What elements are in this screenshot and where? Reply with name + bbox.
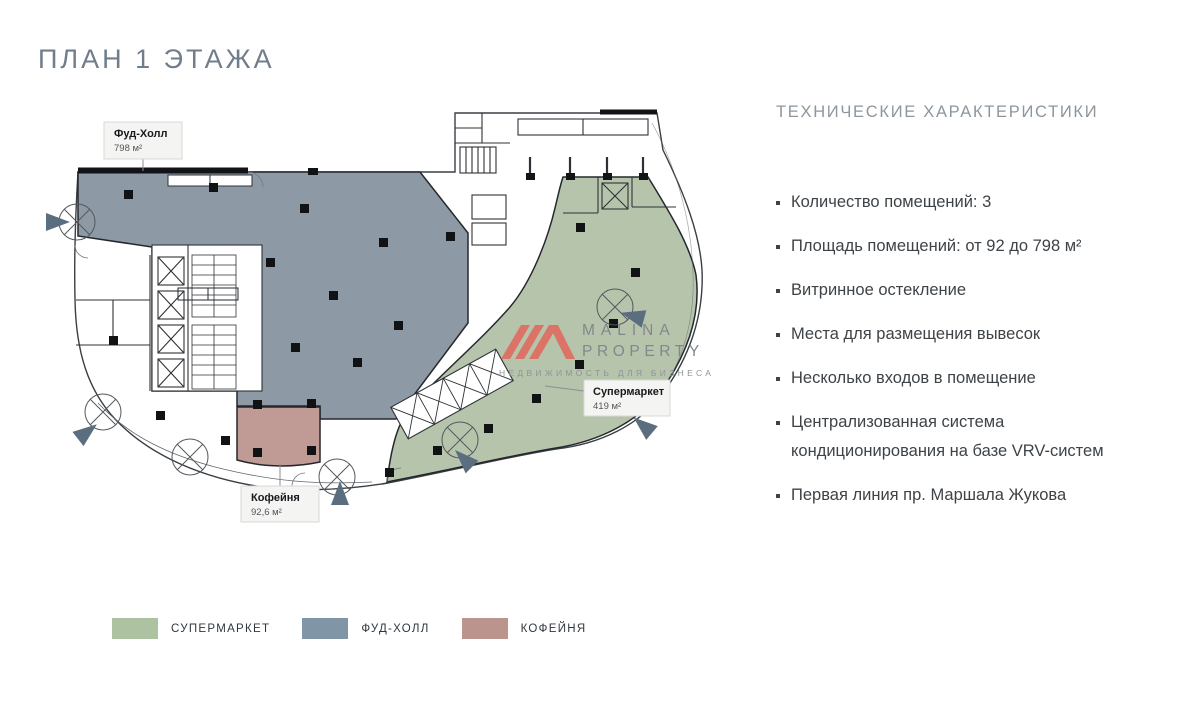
bullet-icon bbox=[776, 377, 780, 381]
revolving-door-icons bbox=[58, 203, 634, 496]
svg-text:Фуд-Холл: Фуд-Холл bbox=[114, 128, 168, 140]
spec-item: Места для размещения вывесок bbox=[776, 320, 1176, 349]
floor-plan: Фуд-Холл 798 м² Супермаркет 419 м² Кофей… bbox=[40, 95, 770, 580]
legend-item-supermarket: СУПЕРМАРКЕТ bbox=[112, 618, 270, 639]
svg-text:798 м²: 798 м² bbox=[114, 143, 142, 154]
legend-item-coffee: КОФЕЙНЯ bbox=[461, 618, 587, 639]
floor-plan-drawing: Фуд-Холл 798 м² Супермаркет 419 м² Кофей… bbox=[46, 109, 703, 523]
entrance-arrow-icon bbox=[46, 213, 70, 231]
svg-text:92,6 м²: 92,6 м² bbox=[251, 507, 282, 518]
entrance-arrows bbox=[46, 213, 658, 505]
coffee-swatch bbox=[461, 618, 508, 639]
brand-name-line1: MALINA bbox=[582, 322, 676, 339]
entrance-arrow-icon bbox=[72, 424, 97, 447]
legend: СУПЕРМАРКЕТ ФУД-ХОЛЛ КОФЕЙНЯ bbox=[112, 618, 618, 639]
svg-text:Супермаркет: Супермаркет bbox=[593, 386, 665, 398]
spec-item: Первая линия пр. Маршала Жукова bbox=[776, 481, 1176, 510]
svg-text:Кофейня: Кофейня bbox=[251, 492, 300, 504]
malina-logo-icon bbox=[499, 321, 575, 364]
glazing-line-bottom bbox=[97, 402, 373, 484]
entrance-arrow-icon bbox=[620, 310, 647, 328]
supermarket-swatch bbox=[112, 618, 158, 639]
spec-item: Несколько входов в помещение bbox=[776, 364, 1176, 393]
upper-block-walls bbox=[455, 113, 649, 246]
brand-name-line2: PROPERTY bbox=[582, 343, 704, 360]
coffee-label: Кофейня 92,6 м² bbox=[240, 464, 320, 523]
columns bbox=[109, 168, 640, 477]
spec-item: Витринное остекление bbox=[776, 276, 1176, 305]
entrance-arrow-icon bbox=[331, 481, 349, 505]
bullet-icon bbox=[776, 201, 780, 205]
brand-watermark: MALINA PROPERTY НЕДВИЖИМОСТЬ ДЛЯ БИЗНЕСА bbox=[499, 321, 715, 378]
brand-tagline: НЕДВИЖИМОСТЬ ДЛЯ БИЗНЕСА bbox=[499, 368, 715, 378]
entrance-arrow-icon bbox=[633, 417, 658, 440]
supermarket-label: Супермаркет 419 м² bbox=[544, 379, 671, 417]
bullet-icon bbox=[776, 245, 780, 249]
page-title: ПЛАН 1 ЭТАЖА bbox=[38, 44, 275, 74]
svg-text:419 м²: 419 м² bbox=[593, 401, 621, 412]
coffee-region bbox=[236, 406, 321, 467]
specs-list: Количество помещений: 3 Площадь помещени… bbox=[776, 188, 1176, 525]
foodhall-swatch bbox=[302, 618, 349, 639]
specs-heading: ТЕХНИЧЕСКИЕ ХАРАКТЕРИСТИКИ bbox=[776, 103, 1099, 121]
bullet-icon bbox=[776, 494, 780, 498]
entrance-arrow-icon bbox=[455, 450, 479, 474]
supermarket-room-walls bbox=[563, 177, 676, 214]
glazing-line-right bbox=[651, 122, 694, 401]
core-block bbox=[151, 244, 263, 392]
foodhall-label: Фуд-Холл 798 м² bbox=[103, 121, 183, 171]
spec-item: Площадь помещений: от 92 до 798 м² bbox=[776, 232, 1176, 261]
bullet-icon bbox=[776, 289, 780, 293]
bullet-icon bbox=[776, 333, 780, 337]
bullet-icon bbox=[776, 421, 780, 425]
ramp-block bbox=[390, 348, 514, 440]
spec-item: Количество помещений: 3 bbox=[776, 188, 1176, 217]
legend-item-foodhall: ФУД-ХОЛЛ bbox=[302, 618, 429, 639]
spec-item: Централизованная система кондиционирован… bbox=[776, 408, 1176, 466]
